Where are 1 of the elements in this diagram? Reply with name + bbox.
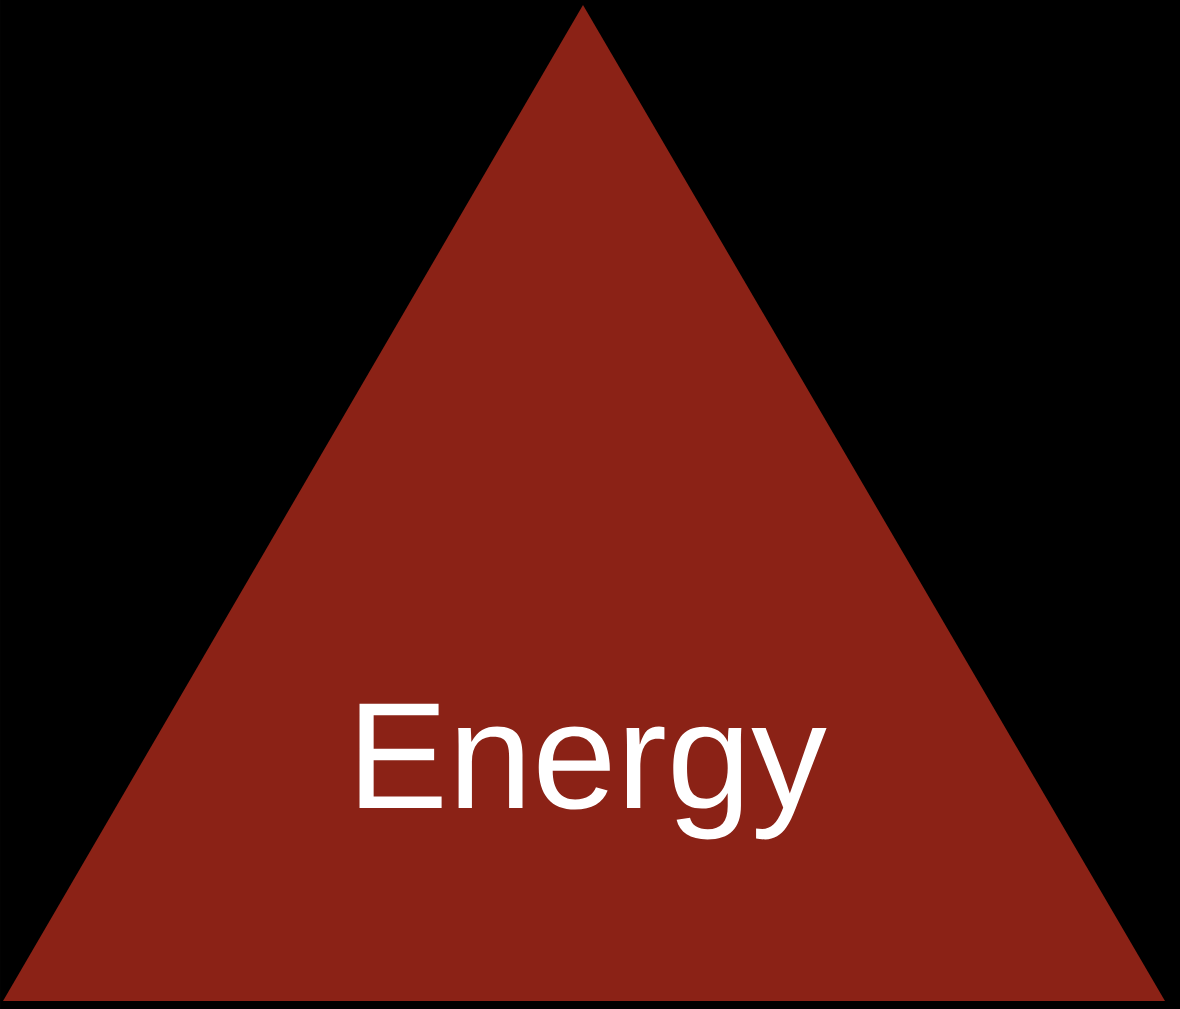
triangle: Energy bbox=[3, 5, 1165, 1001]
